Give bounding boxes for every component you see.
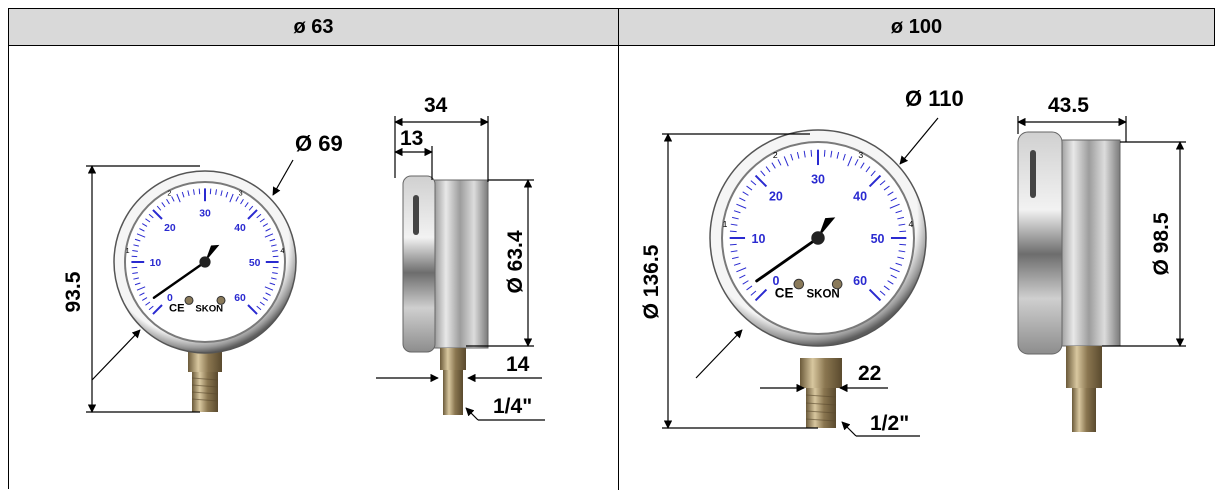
dim-dial-diameter-63: Ø 63.4 xyxy=(504,230,527,293)
stem-nut xyxy=(800,358,842,388)
dial-screw xyxy=(217,296,225,304)
scale-number: 30 xyxy=(199,208,211,219)
dim-depth-100: 43.5 xyxy=(1048,94,1089,117)
dim-wrench-size-63: 14 xyxy=(506,353,530,376)
dim-overall-height-63: 93.5 xyxy=(62,271,85,312)
ce-mark: CE xyxy=(775,286,794,301)
scale-number: 30 xyxy=(811,172,825,186)
gauge-63-side-view xyxy=(403,176,488,415)
scale-number: 10 xyxy=(150,258,162,269)
outer-scale-number: 3 xyxy=(858,150,863,160)
brand-logo: SKON xyxy=(195,304,223,315)
side-bezel xyxy=(1018,132,1062,354)
outer-scale-number: 3 xyxy=(239,188,243,197)
scale-number: 60 xyxy=(853,274,867,288)
side-nut xyxy=(1066,346,1102,388)
scale-number: 20 xyxy=(164,223,176,234)
scale-number: 40 xyxy=(853,190,867,204)
scale-tick xyxy=(811,150,812,157)
dim-case-diameter-100: Ø 110 xyxy=(905,86,964,111)
dial-screw xyxy=(794,279,804,289)
brand-logo: SKON xyxy=(806,289,839,301)
ce-mark: CE xyxy=(169,303,185,315)
bezel-slot xyxy=(1030,150,1036,198)
dial-screw xyxy=(832,279,842,289)
dial-screw xyxy=(185,296,193,304)
scale-tick xyxy=(899,231,906,232)
side-case xyxy=(432,180,488,348)
scale-number: 60 xyxy=(234,293,246,304)
outer-scale-number: 2 xyxy=(773,150,778,160)
side-thread xyxy=(1072,388,1096,432)
scale-number: 10 xyxy=(752,232,766,246)
outer-scale-number: 4 xyxy=(909,219,914,229)
dim-depth-63: 34 xyxy=(424,94,448,117)
dim-bezel-depth-63: 13 xyxy=(400,127,423,150)
scale-number: 40 xyxy=(234,223,246,234)
gauge-100-side-view xyxy=(1018,132,1120,432)
dim-overall-height-100: Ø 136.5 xyxy=(640,244,663,319)
pointer-hub xyxy=(199,256,210,267)
dim-dial-diameter-100: Ø 98.5 xyxy=(1150,212,1173,275)
dim-wrench-size-100: 22 xyxy=(858,362,881,385)
pointer-hub xyxy=(811,231,824,244)
outer-scale-number: 2 xyxy=(167,188,171,197)
outer-scale-number: 1 xyxy=(723,219,728,229)
dim-thread-100: 1/2" xyxy=(870,412,909,435)
scale-number: 20 xyxy=(769,190,783,204)
side-nut xyxy=(440,348,466,370)
scale-tick xyxy=(730,231,737,232)
stem-nut xyxy=(188,352,222,372)
scale-number: 50 xyxy=(249,258,261,269)
outer-scale-number: 1 xyxy=(126,246,130,255)
bezel-slot xyxy=(413,195,419,235)
outer-scale-number: 4 xyxy=(280,246,284,255)
stem-thread xyxy=(806,388,836,428)
scale-number: 50 xyxy=(871,232,885,246)
scale-tick xyxy=(730,244,737,245)
side-case xyxy=(1058,140,1120,346)
scale-tick xyxy=(824,150,825,157)
dim-case-diameter-63: Ø 69 xyxy=(295,131,343,156)
dim-thread-63: 1/4" xyxy=(493,395,532,418)
scale-tick xyxy=(899,244,906,245)
side-thread xyxy=(443,370,463,415)
